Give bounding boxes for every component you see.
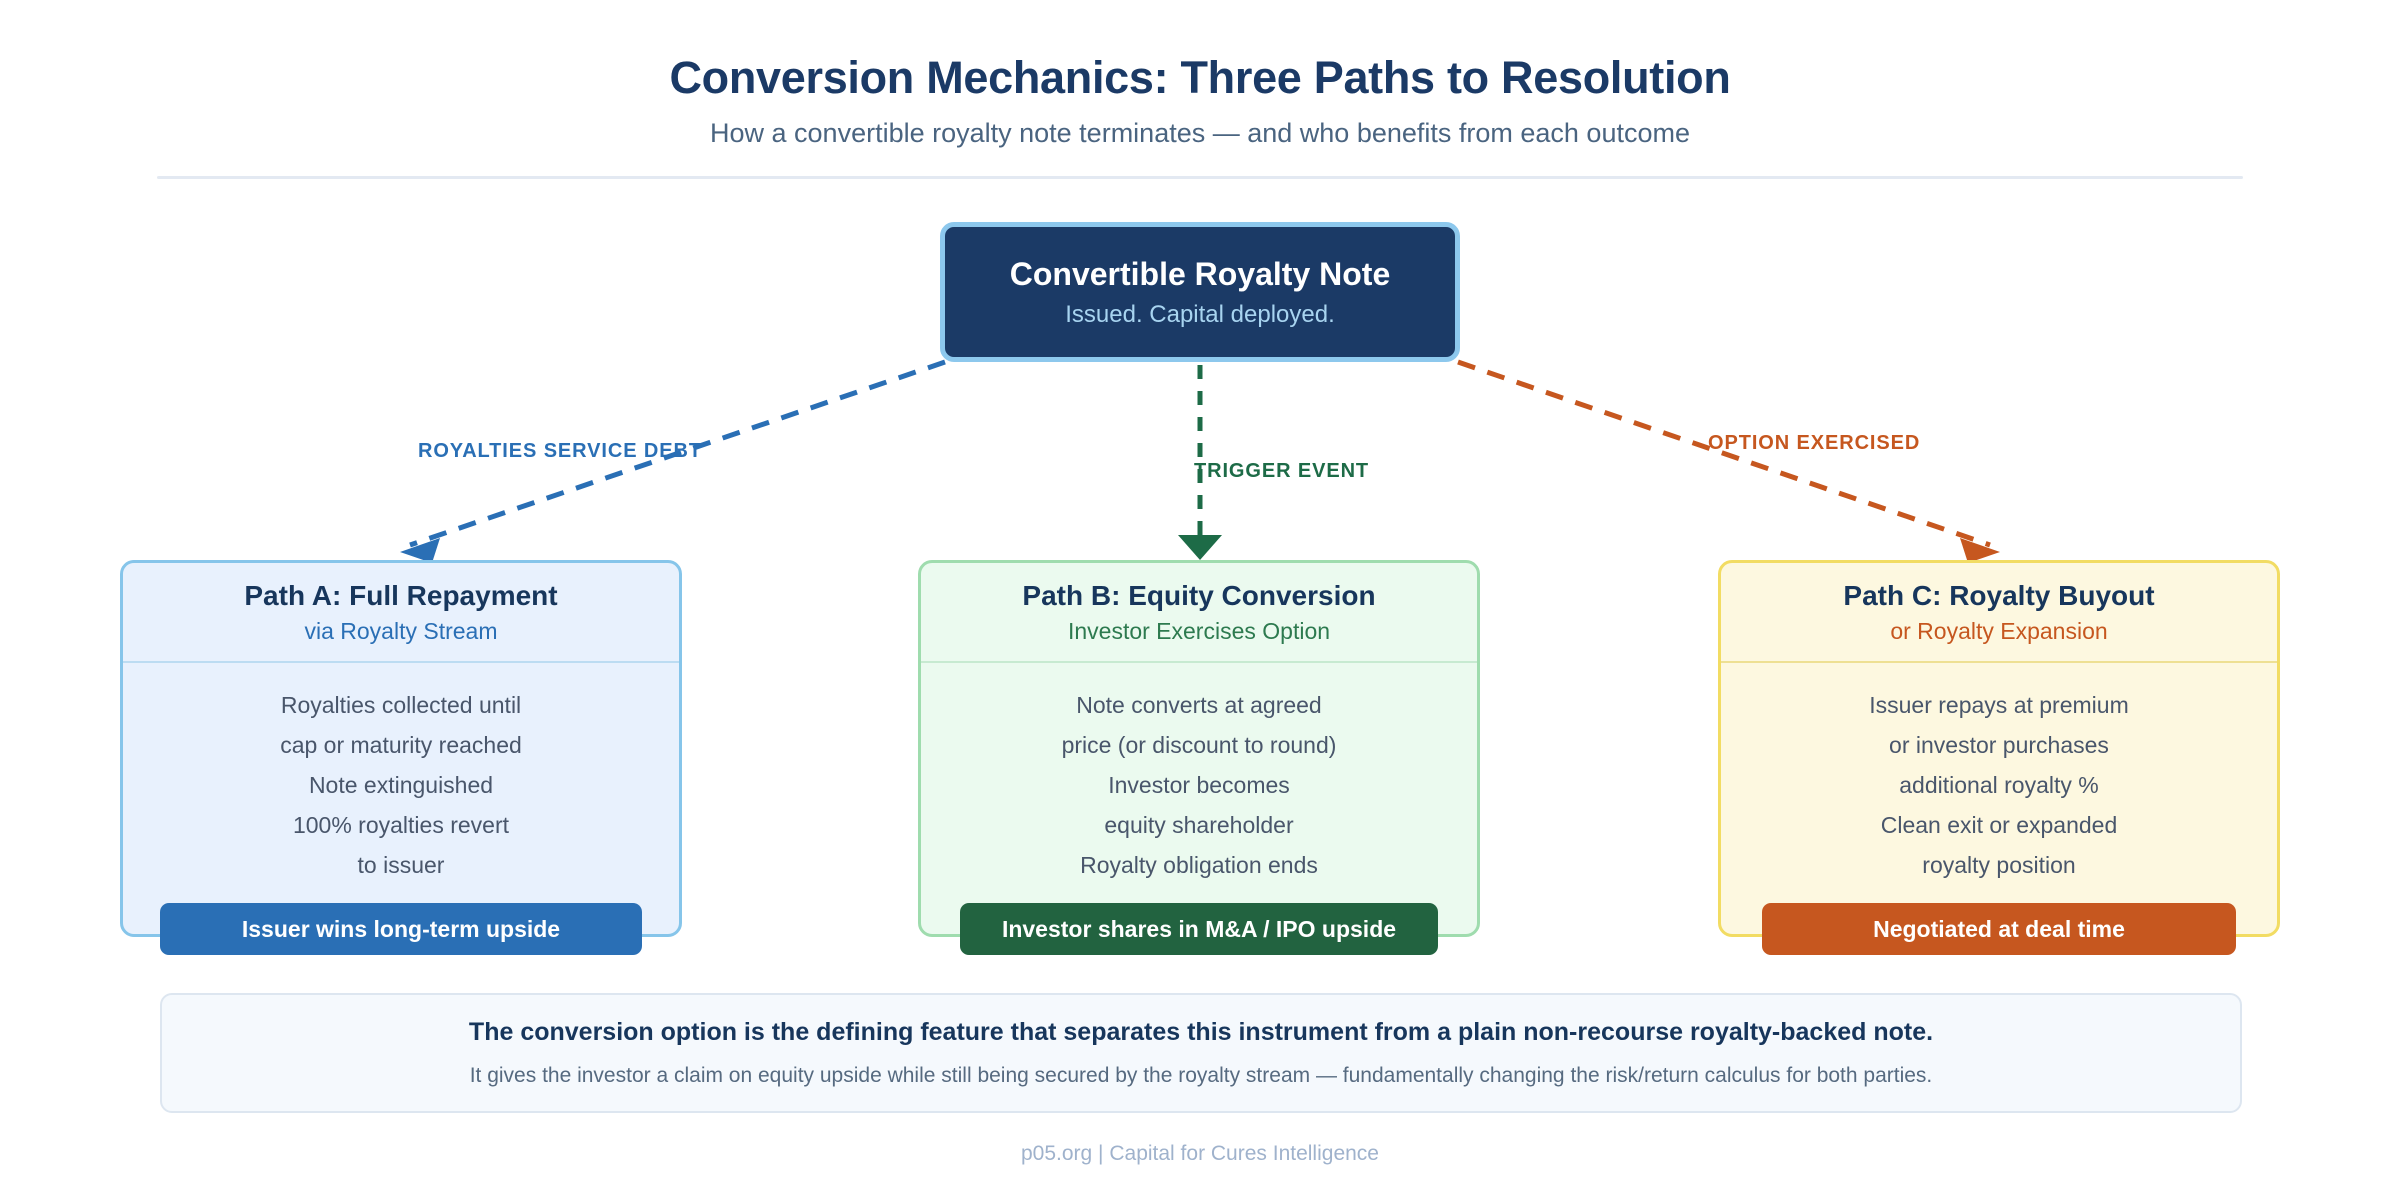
connector-to-path-c xyxy=(1457,359,2000,563)
page-header: Conversion Mechanics: Three Paths to Res… xyxy=(0,0,2400,185)
path-card-c-line: or investor purchases xyxy=(1889,732,2109,758)
path-card-a-header: Path A: Full Repayment via Royalty Strea… xyxy=(123,563,679,663)
path-card-a[interactable]: Path A: Full Repayment via Royalty Strea… xyxy=(120,560,682,937)
page-title: Conversion Mechanics: Three Paths to Res… xyxy=(669,52,1731,103)
path-card-c-line: Issuer repays at premium xyxy=(1869,692,2129,718)
path-card-c-line: additional royalty % xyxy=(1899,772,2099,798)
source-node-convertible-royalty-note[interactable]: Convertible Royalty Note Issued. Capital… xyxy=(940,222,1460,362)
path-card-c-header: Path C: Royalty Buyout or Royalty Expans… xyxy=(1721,563,2277,663)
outcome-badge-path-b[interactable]: Investor shares in M&A / IPO upside xyxy=(960,903,1438,955)
path-card-b-subtitle: Investor Exercises Option xyxy=(1067,618,1331,645)
callout-headline: The conversion option is the defining fe… xyxy=(468,1018,1934,1046)
path-card-b[interactable]: Path B: Equity Conversion Investor Exerc… xyxy=(918,560,1480,937)
path-card-a-line: Note extinguished xyxy=(308,772,494,798)
path-card-a-body: Royalties collected until cap or maturit… xyxy=(123,663,679,885)
path-card-b-title: Path B: Equity Conversion xyxy=(1022,579,1376,611)
path-card-b-header: Path B: Equity Conversion Investor Exerc… xyxy=(921,563,1477,663)
outcome-badge-path-a[interactable]: Issuer wins long-term upside xyxy=(160,903,642,955)
path-card-c-title: Path C: Royalty Buyout xyxy=(1843,579,2155,611)
path-card-c-body: Issuer repays at premium or investor pur… xyxy=(1721,663,2277,885)
path-card-b-line: Note converts at agreed xyxy=(1076,692,1322,718)
outcome-badge-path-c[interactable]: Negotiated at deal time xyxy=(1762,903,2236,955)
path-card-b-line: Investor becomes xyxy=(1108,772,1290,798)
path-card-a-line: 100% royalties revert xyxy=(292,812,510,838)
path-card-c-line: Clean exit or expanded xyxy=(1880,812,2118,838)
edge-label-royalties-service-debt: ROYALTIES SERVICE DEBT xyxy=(418,440,702,462)
path-card-c-subtitle: or Royalty Expansion xyxy=(1890,618,2108,645)
path-card-c[interactable]: Path C: Royalty Buyout or Royalty Expans… xyxy=(1718,560,2280,937)
path-card-a-line: cap or maturity reached xyxy=(280,732,522,758)
path-card-b-line: equity shareholder xyxy=(1104,812,1294,838)
footer-credit: p05.org | Capital for Cures Intelligence xyxy=(1021,1142,1379,1165)
path-card-b-line: price (or discount to round) xyxy=(1061,732,1337,758)
path-card-a-subtitle: via Royalty Stream xyxy=(304,618,498,645)
callout-box: The conversion option is the defining fe… xyxy=(160,993,2242,1113)
source-node-title: Convertible Royalty Note xyxy=(1009,255,1391,292)
path-card-c-line: royalty position xyxy=(1922,852,2076,878)
header-divider xyxy=(157,176,2243,179)
path-card-a-line: to issuer xyxy=(357,852,445,878)
callout-body: It gives the investor a claim on equity … xyxy=(469,1064,1933,1087)
edge-label-trigger-event: TRIGGER EVENT xyxy=(1194,460,1370,482)
path-card-a-line: Royalties collected until xyxy=(280,692,522,718)
page-subtitle: How a convertible royalty note terminate… xyxy=(710,118,1690,148)
edge-label-option-exercised: OPTION EXERCISED xyxy=(1708,432,1921,454)
path-card-b-body: Note converts at agreed price (or discou… xyxy=(921,663,1477,885)
path-card-a-title: Path A: Full Repayment xyxy=(244,579,558,611)
source-node-subtitle: Issued. Capital deployed. xyxy=(1065,301,1335,329)
path-card-b-line: Royalty obligation ends xyxy=(1080,852,1318,878)
